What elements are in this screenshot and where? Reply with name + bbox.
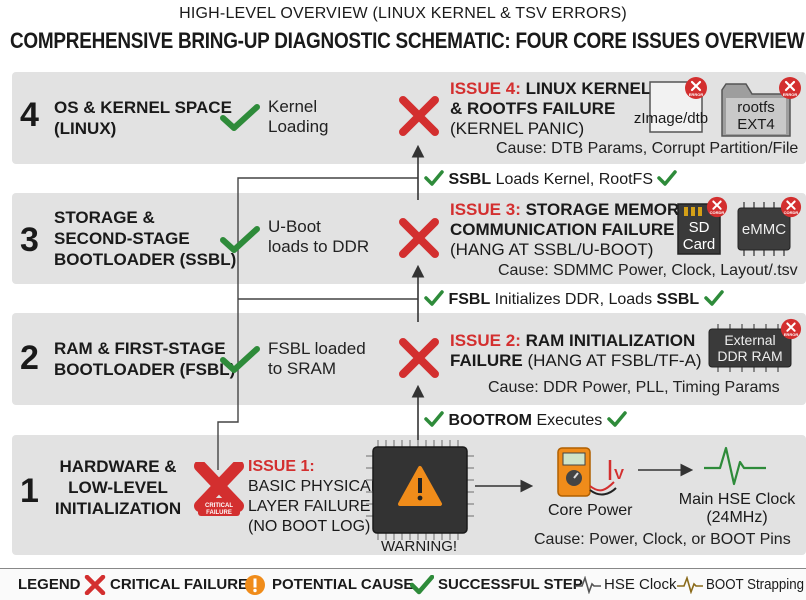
ddr-ram-chip-icon — [708, 324, 792, 372]
bridge-1-right-check-icon — [606, 411, 627, 427]
legend-boot-label: BOOT Strapping — [706, 576, 805, 593]
ddr-ram-badge-text: ERROR — [783, 332, 799, 337]
bridge-1-to-2: BOOTROM Executes — [424, 411, 627, 430]
rootfs-folder-icon — [721, 83, 791, 137]
sd-card-icon — [677, 203, 721, 255]
sd-card-badge-text: CORDR — [709, 210, 725, 215]
emmc-label: eMMC — [741, 221, 787, 238]
layer-2-issue: ISSUE 2: RAM INITIALIZATION FAILURE (HAN… — [450, 331, 702, 370]
emmc-badge-text: CORDR — [783, 210, 799, 215]
layer-1-cause: Cause: Power, Clock, or BOOT Pins — [534, 531, 791, 548]
rootfs-error-badge-text: ERROR — [782, 92, 798, 97]
layer-3-panel — [12, 193, 806, 284]
zimage-error-badge-icon — [685, 77, 707, 99]
legend-success-check-icon — [410, 575, 434, 595]
layer-3-issue: ISSUE 3: STORAGE MEMORY COMMUNICATION FA… — [450, 200, 690, 259]
legend-success-label: SUCCESSFUL STEP — [438, 576, 583, 593]
bridge-3-to-4: SSBL Loads Kernel, RootFS — [424, 170, 678, 189]
layer-4-failure-x-icon — [399, 96, 439, 136]
layer-3-failure-x-icon — [399, 218, 439, 258]
hse-clock-label: Main HSE Clock(24MHz) — [678, 491, 796, 526]
legend-potential-icon — [245, 575, 265, 595]
emmc-chip-icon — [737, 202, 791, 256]
layer-4-name: OS & KERNEL SPACE(LINUX) — [54, 98, 232, 138]
layer-4-issue: ISSUE 4: LINUX KERNEL & ROOTFS FAILURE (… — [450, 79, 652, 138]
layer-2-panel — [12, 313, 806, 405]
emmc-error-badge-icon — [780, 196, 802, 218]
soc-chip-warning-icon — [366, 440, 474, 540]
ddr-ram-error-badge-icon — [780, 318, 802, 340]
layer-4-number: 4 — [20, 96, 39, 134]
legend-potential-label: POTENTIAL CAUSE — [272, 576, 414, 593]
legend-bar: LEGEND CRITICAL FAILURE POTENTIAL CAUSE … — [0, 568, 806, 600]
rootfs-error-badge-icon — [779, 77, 801, 99]
left-riser-line — [217, 177, 418, 470]
bridge-2-left-check-icon — [424, 290, 444, 306]
layer-4-cause: Cause: DTB Params, Corrupt Partition/Fil… — [496, 140, 799, 157]
layer-2-failure-x-icon — [399, 338, 439, 378]
legend-boot-strapping-icon — [677, 576, 703, 594]
bridge-3-right-check-icon — [657, 170, 678, 186]
legend-hse-clock-icon — [575, 576, 601, 594]
layer-3-success-check-icon — [220, 226, 260, 253]
layer-2-cause: Cause: DDR Power, PLL, Timing Params — [488, 379, 780, 396]
legend-critical-x-icon — [84, 575, 106, 595]
legend-hse-label: HSE Clock — [604, 576, 677, 593]
bridge-3-left-check-icon — [424, 170, 444, 186]
multimeter-v-label: V — [614, 466, 625, 483]
legend-critical-label: CRITICAL FAILURE — [110, 576, 249, 593]
diagram-title: COMPREHENSIVE BRING-UP DIAGNOSTIC SCHEMA… — [10, 28, 805, 53]
zimage-error-badge-text: ERROR — [688, 92, 704, 97]
multimeter-icon — [557, 447, 617, 497]
sd-card-error-badge-icon — [706, 196, 728, 218]
layer-2-success-check-icon — [220, 346, 260, 373]
layer-1-number: 1 — [20, 472, 39, 510]
multimeter-label: Core Power — [548, 502, 633, 519]
bridge-2-right-check-icon — [703, 290, 724, 306]
zimage-label: zImage/dtb — [633, 110, 709, 127]
bridge-2-to-3: FSBL Initializes DDR, Loads SSBL — [424, 290, 724, 309]
layer-4-success-check-icon — [220, 104, 260, 131]
warning-label: WARNING! — [380, 538, 458, 555]
legend-title: LEGEND — [18, 576, 81, 593]
layer-2-number: 2 — [20, 339, 39, 377]
layer-3-cause: Cause: SDMMC Power, Clock, Layout/.tsv — [498, 262, 798, 279]
layer-3-number: 3 — [20, 221, 39, 259]
bridge-1-left-check-icon — [424, 411, 444, 427]
critical-failure-icon — [194, 462, 244, 516]
hse-clock-waveform-icon — [704, 446, 766, 486]
diagram-subtitle: HIGH-LEVEL OVERVIEW (LINUX KERNEL & TSV … — [179, 5, 627, 22]
layer-1-issue: ISSUE 1: BASIC PHYSICAL LAYER FAILURE (N… — [248, 458, 380, 535]
